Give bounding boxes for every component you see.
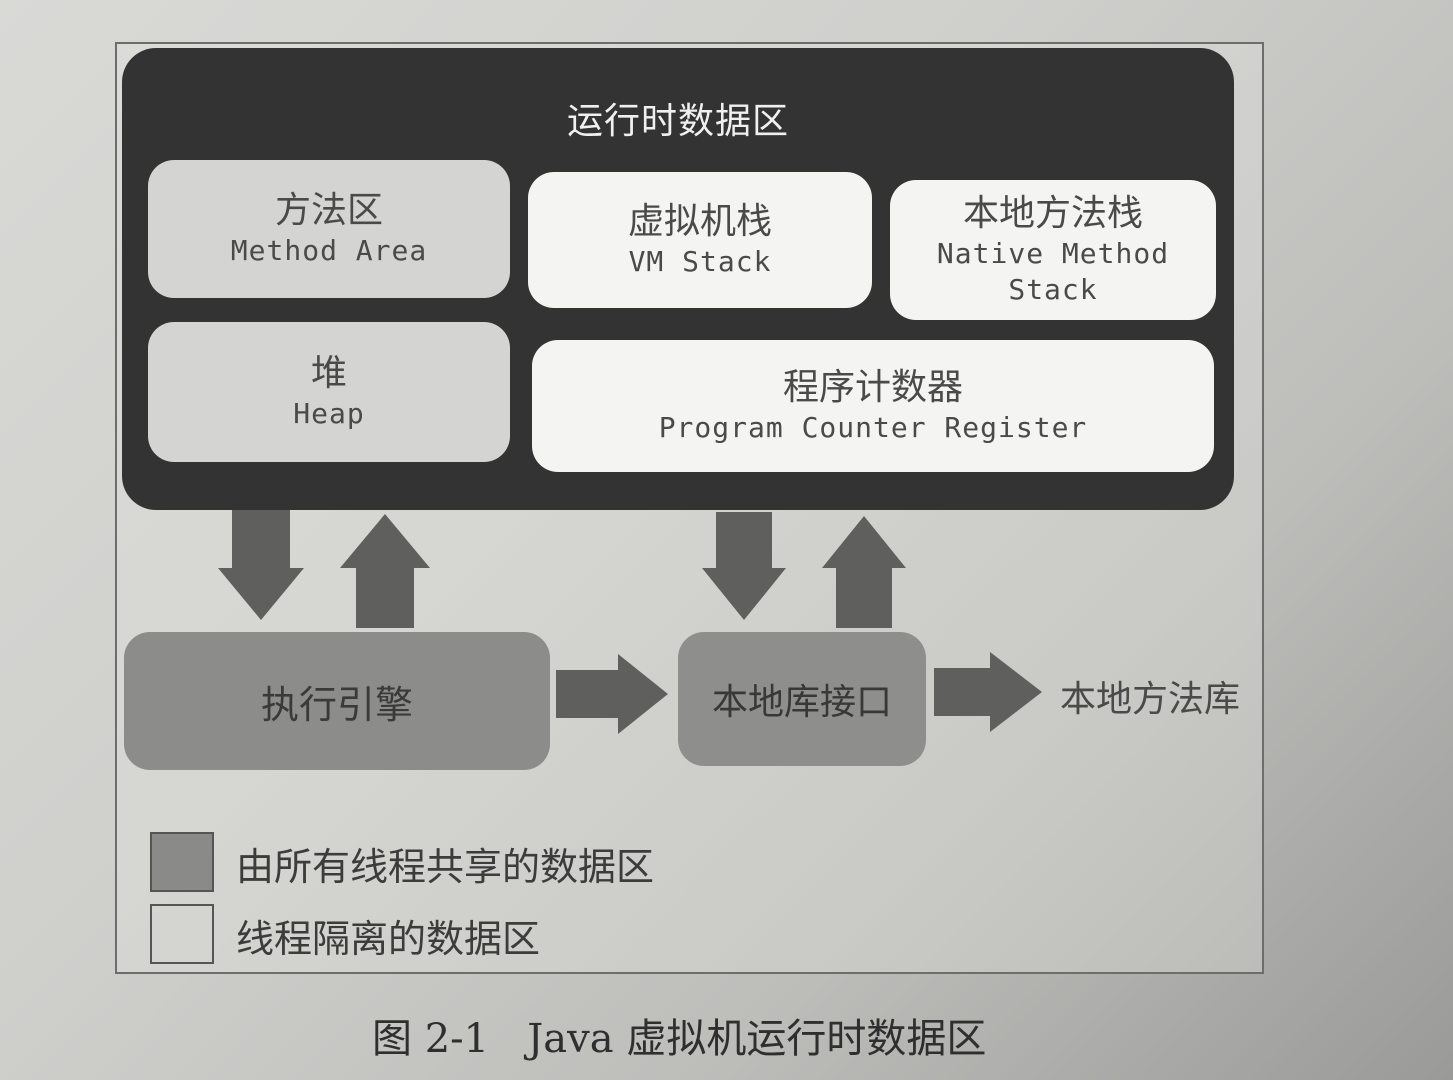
execution-engine-box: 执行引擎 [124,632,550,770]
heap-cn: 堆 [310,353,347,394]
program-counter-cn: 程序计数器 [782,367,963,408]
native-method-stack-en-1: Native Method [936,237,1170,270]
arrow-up-right [822,516,906,628]
runtime-data-area-title: 运行时数据区 [566,101,789,142]
native-method-stack-box: 本地方法栈 Native Method Stack [890,180,1216,320]
legend-private-swatch [150,904,214,964]
arrow-engine-to-interface [556,654,668,734]
method-area-box: 方法区 Method Area [148,160,510,298]
vm-stack-en: VM Stack [628,245,772,278]
native-library-label: 本地方法库 [1060,679,1241,720]
native-method-stack-en-2: Stack [1008,273,1098,306]
figure-caption: 图 2-1 Java 虚拟机运行时数据区 [372,1016,987,1062]
execution-engine-label: 执行引擎 [260,682,413,727]
method-area-cn: 方法区 [274,190,383,231]
vm-stack-box: 虚拟机栈 VM Stack [528,172,872,308]
legend-private-label: 线程隔离的数据区 [236,917,541,961]
native-interface-label: 本地库接口 [711,682,892,723]
program-counter-box: 程序计数器 Program Counter Register [532,340,1214,472]
method-area-en: Method Area [230,234,428,267]
program-counter-en: Program Counter Register [658,411,1088,444]
arrow-interface-to-library [934,652,1042,732]
native-interface-box: 本地库接口 [678,632,926,766]
heap-en: Heap [293,397,365,430]
arrow-down-left [218,510,304,620]
heap-box: 堆 Heap [148,322,510,462]
arrow-down-right [702,512,786,620]
arrow-up-left [340,514,430,628]
legend-shared-swatch [150,832,214,892]
vm-stack-cn: 虚拟机栈 [627,201,772,242]
legend-shared-label: 由所有线程共享的数据区 [236,845,655,889]
native-method-stack-cn: 本地方法栈 [962,193,1143,234]
